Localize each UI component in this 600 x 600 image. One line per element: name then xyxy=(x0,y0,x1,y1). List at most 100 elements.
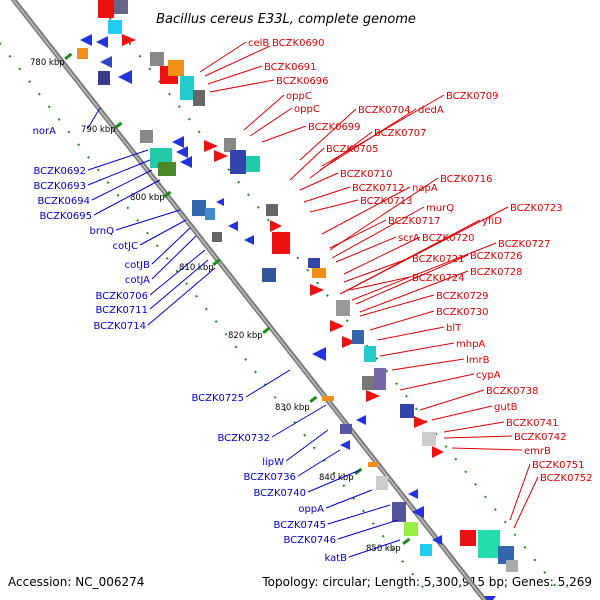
gene-label: BCZK0730 xyxy=(436,307,489,318)
gene-block xyxy=(77,48,88,59)
gene-arrow xyxy=(204,140,218,152)
gene-label: BCZK0711 xyxy=(95,305,148,316)
gene-block xyxy=(98,71,110,85)
gene-arrow xyxy=(484,596,496,600)
gene-label: BCZK0690 xyxy=(272,38,325,49)
gene-arrow xyxy=(356,415,366,425)
leader-line xyxy=(151,235,197,280)
leader-line xyxy=(249,107,293,137)
gene-label: BCZK0752 xyxy=(540,473,593,484)
leader-line xyxy=(207,65,263,85)
gene-block xyxy=(364,346,376,362)
leader-line xyxy=(451,447,523,451)
gene-label: BCZK0724 xyxy=(412,273,465,284)
gene-label: BCZK0695 xyxy=(39,211,92,222)
gene-block xyxy=(168,60,184,76)
gene-label: gutB xyxy=(494,402,518,413)
gene-arrow xyxy=(414,416,428,428)
gene-label: BCZK0736 xyxy=(243,472,296,483)
gene-arrow xyxy=(312,347,326,361)
gene-label: lmrB xyxy=(466,355,490,366)
leader-line xyxy=(299,172,339,191)
gene-block xyxy=(266,204,278,216)
leader-line xyxy=(509,463,531,521)
leader-line xyxy=(271,404,327,438)
gene-arrow xyxy=(100,56,112,68)
leader-line xyxy=(349,276,411,291)
gene-block xyxy=(362,376,374,390)
leader-line xyxy=(335,236,397,263)
leader-line xyxy=(377,326,445,341)
gene-block xyxy=(272,232,290,254)
gene-label: BCZK0725 xyxy=(191,393,244,404)
gene-block xyxy=(312,268,326,278)
gene-block xyxy=(98,0,114,18)
ruler-label: 800 kbp xyxy=(130,193,165,203)
gene-arrow xyxy=(214,150,228,162)
leader-line xyxy=(307,469,361,493)
gene-label: BCZK0713 xyxy=(360,196,413,207)
gene-block xyxy=(212,232,222,242)
leader-line xyxy=(309,131,373,179)
gene-label: BCZK0696 xyxy=(276,76,329,87)
gene-block xyxy=(180,76,194,100)
gene-label: BCZK0704 xyxy=(358,105,411,116)
gene-arrow xyxy=(216,198,224,206)
leader-line xyxy=(303,186,351,203)
gene-block xyxy=(460,530,476,546)
leader-line xyxy=(443,421,505,433)
gene-label: brnQ xyxy=(90,226,115,237)
ruler-tick xyxy=(402,537,411,546)
ruler-label: 840 kbp xyxy=(319,473,354,483)
gene-label: BCZK0745 xyxy=(273,520,326,531)
gene-label: cotJC xyxy=(113,241,138,252)
gene-arrow xyxy=(432,446,444,458)
gene-block xyxy=(392,502,406,522)
gene-label: norA xyxy=(33,126,57,137)
gene-label: yfiD xyxy=(482,216,502,227)
leader-line xyxy=(355,254,469,305)
gene-label: BCZK0714 xyxy=(93,321,146,332)
leader-line xyxy=(115,209,181,231)
gene-label: BCZK0740 xyxy=(253,488,306,499)
ruler-tick xyxy=(163,190,172,199)
leader-line xyxy=(327,504,391,525)
gene-label: BCZK0751 xyxy=(532,460,585,471)
gene-label: BCZK0692 xyxy=(33,166,86,177)
ruler: 780 kbp 790 kbp 800 kbp 810 kbp 820 kbp … xyxy=(30,58,401,554)
leader-line xyxy=(245,369,291,398)
gene-arrow xyxy=(408,489,418,499)
ruler-tick xyxy=(354,467,363,476)
gene-block xyxy=(506,560,518,572)
gene-label: blT xyxy=(446,323,462,334)
gene-label: BCZK0746 xyxy=(283,535,336,546)
gene-block xyxy=(352,330,364,344)
leader-line xyxy=(359,270,469,313)
leader-line xyxy=(204,45,271,77)
ruler-tick xyxy=(309,395,318,404)
leader-line xyxy=(261,125,307,143)
leader-line xyxy=(297,449,341,477)
gene-arrow xyxy=(432,535,442,545)
ruler-ticks xyxy=(64,52,411,546)
leader-line xyxy=(443,435,513,439)
gene-label: BCZK0705 xyxy=(326,144,379,155)
gene-label: cotJB xyxy=(125,260,150,271)
gene-label: BCZK0691 xyxy=(264,62,317,73)
gene-block xyxy=(193,90,205,106)
gene-label: BCZK0732 xyxy=(217,433,270,444)
leader-lines xyxy=(87,41,539,558)
gene-label: BCZK0741 xyxy=(506,418,559,429)
gene-block xyxy=(150,52,164,66)
gene-arrow xyxy=(172,136,184,148)
gene-label: BCZK0720 xyxy=(422,233,475,244)
gene-label: BCZK0742 xyxy=(514,432,567,443)
ruler-tick xyxy=(262,326,271,335)
inner-guide-track xyxy=(0,41,426,591)
gene-arrow xyxy=(228,221,238,231)
gene-arrow xyxy=(330,320,344,332)
leader-line xyxy=(321,186,411,235)
genome-title: Bacillus cereus E33L, complete genome xyxy=(156,12,416,27)
